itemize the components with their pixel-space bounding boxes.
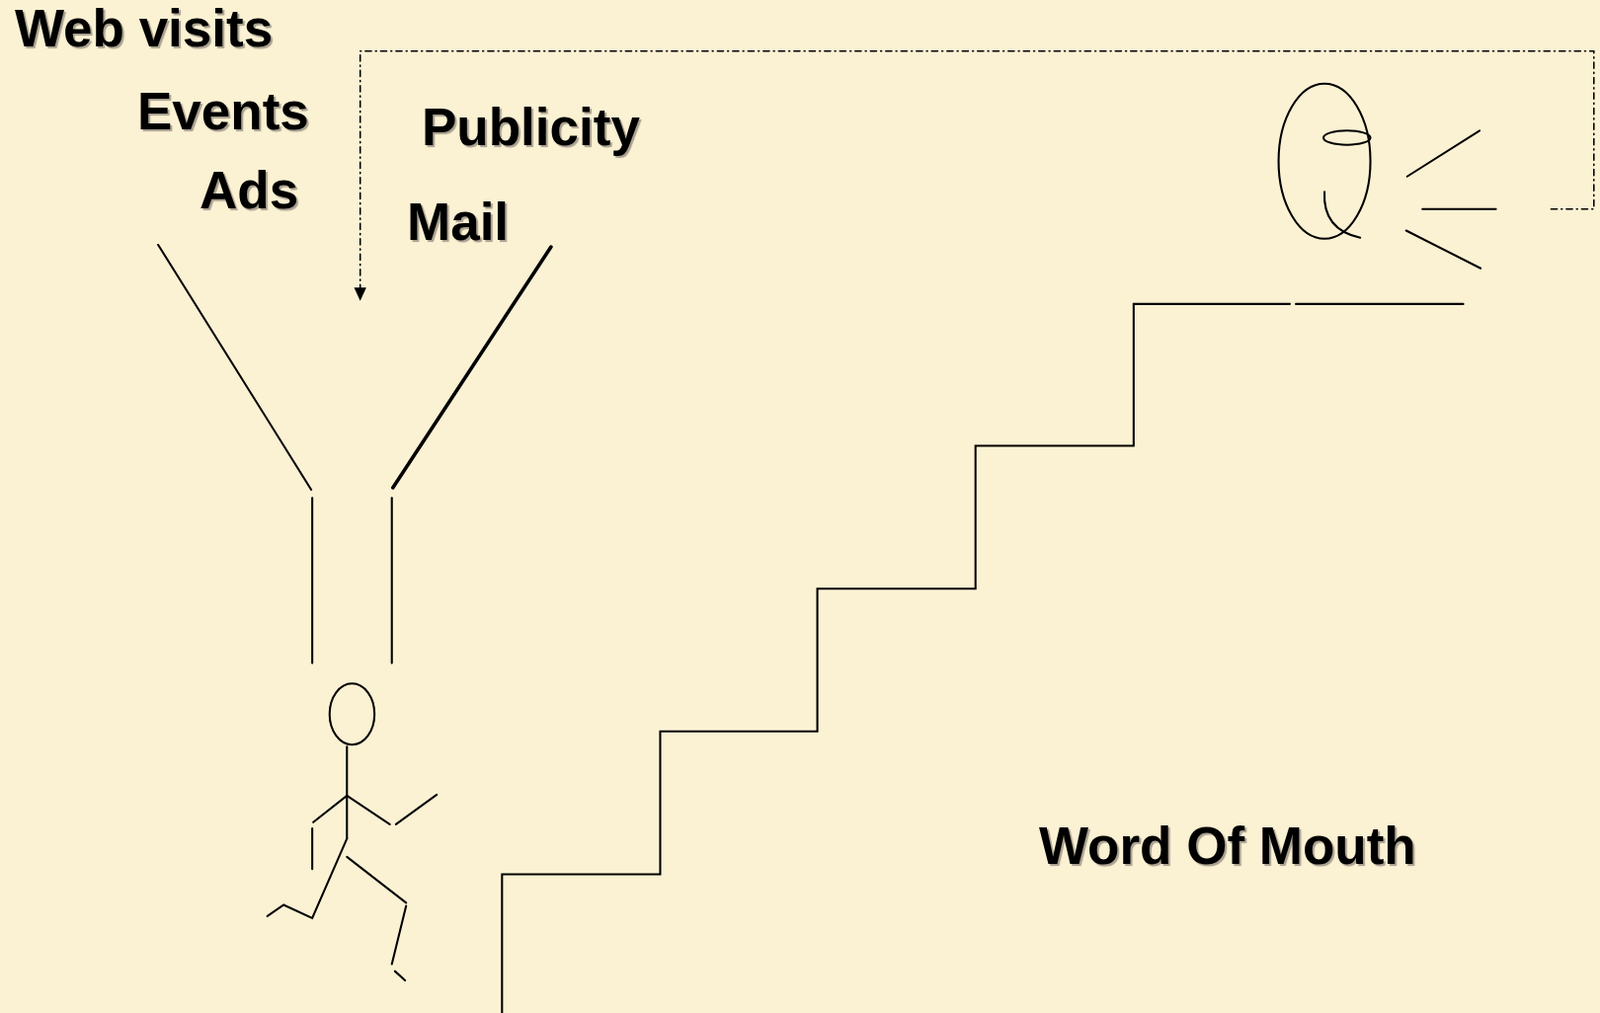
figure-arm	[346, 796, 390, 825]
speech-line	[1406, 231, 1481, 269]
channel-label: Publicity	[421, 100, 640, 154]
figure-body	[345, 746, 348, 839]
channel-label: Ads	[199, 163, 299, 217]
feedback-line	[360, 51, 1595, 291]
figure-leg	[267, 838, 348, 919]
channel-label: Events	[137, 84, 310, 138]
channel-label: Mail	[406, 195, 509, 248]
face-head	[1279, 83, 1371, 240]
staircase	[1295, 303, 1463, 306]
figure-foot	[395, 971, 405, 981]
figure-leg	[392, 906, 406, 965]
funnel-line	[158, 244, 312, 490]
funnel-line	[311, 497, 314, 663]
speech-line	[1407, 130, 1480, 176]
stage-label: Word Of Mouth	[1039, 819, 1417, 873]
face-mouth	[1324, 191, 1360, 238]
channel-label: Web visits	[14, 1, 273, 55]
funnel-line	[391, 497, 394, 663]
figure-head	[329, 683, 375, 745]
figure-arm	[311, 828, 314, 870]
face-eye	[1323, 130, 1371, 145]
figure-leg	[346, 857, 406, 903]
staircase	[501, 304, 1290, 1013]
figure-arm	[396, 795, 437, 825]
speech-line	[1422, 208, 1496, 211]
funnel-line	[393, 246, 552, 488]
figure-arm	[313, 796, 347, 823]
arrow-head	[354, 287, 367, 301]
